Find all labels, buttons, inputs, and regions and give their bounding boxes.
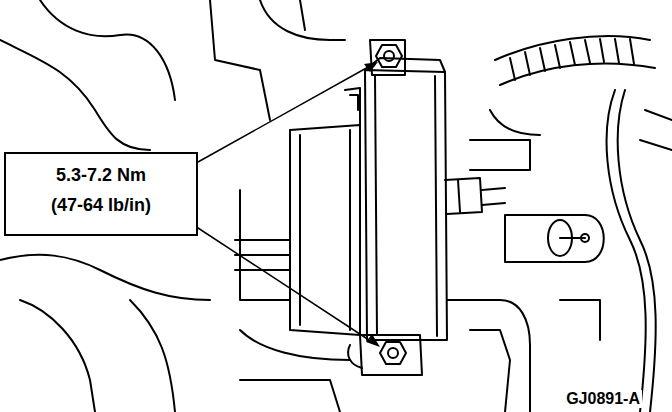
torque-value: 5.3-7.2 Nm <box>16 160 186 190</box>
torque-callout-box: 5.3-7.2 Nm(47-64 lb/in) <box>4 152 198 236</box>
figure-code: GJ0891-A <box>564 390 642 408</box>
torque-value: (47-64 lb/in) <box>16 190 186 220</box>
